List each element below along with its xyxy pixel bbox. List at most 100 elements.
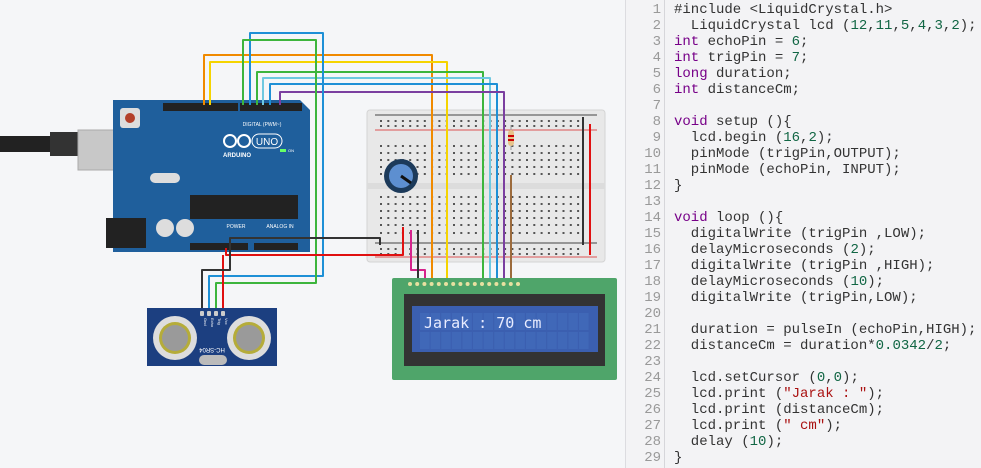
breadboard-hole[interactable] [474, 125, 477, 127]
breadboard-hole[interactable] [380, 217, 382, 219]
breadboard-hole[interactable] [540, 145, 543, 147]
breadboard-hole[interactable] [526, 253, 528, 255]
breadboard-hole[interactable] [467, 217, 470, 219]
breadboard-hole[interactable] [387, 125, 390, 127]
breadboard-hole[interactable] [504, 166, 507, 168]
breadboard-hole[interactable] [504, 217, 507, 219]
breadboard-hole[interactable] [562, 166, 565, 168]
breadboard-hole[interactable] [518, 125, 521, 127]
breadboard-hole[interactable] [577, 159, 580, 161]
breadboard-hole[interactable] [526, 159, 528, 161]
lcd-pin[interactable] [487, 282, 492, 286]
breadboard-hole[interactable] [577, 217, 580, 219]
breadboard-hole[interactable] [540, 232, 543, 234]
breadboard-hole[interactable] [380, 196, 382, 198]
breadboard-hole[interactable] [401, 210, 404, 212]
breadboard-hole[interactable] [453, 166, 455, 168]
breadboard-hole[interactable] [438, 248, 441, 250]
resistor[interactable] [508, 125, 514, 150]
breadboard-hole[interactable] [540, 152, 543, 154]
breadboard-hole[interactable] [577, 248, 580, 250]
breadboard-hole[interactable] [562, 196, 565, 198]
breadboard-hole[interactable] [533, 120, 536, 122]
breadboard-hole[interactable] [380, 145, 382, 147]
breadboard-hole[interactable] [511, 253, 514, 255]
breadboard-hole[interactable] [547, 210, 550, 212]
breadboard-hole[interactable] [453, 196, 455, 198]
breadboard-hole[interactable] [518, 203, 521, 205]
breadboard-hole[interactable] [577, 210, 580, 212]
breadboard-hole[interactable] [547, 253, 550, 255]
usb-cable[interactable] [0, 129, 141, 171]
breadboard-hole[interactable] [562, 173, 565, 175]
breadboard-hole[interactable] [380, 152, 382, 154]
breadboard-hole[interactable] [555, 224, 558, 226]
breadboard-hole[interactable] [474, 145, 477, 147]
breadboard-hole[interactable] [533, 166, 536, 168]
breadboard-hole[interactable] [474, 120, 477, 122]
breadboard-hole[interactable] [504, 145, 507, 147]
breadboard-hole[interactable] [540, 253, 543, 255]
breadboard-hole[interactable] [474, 224, 477, 226]
breadboard-hole[interactable] [577, 120, 580, 122]
breadboard-hole[interactable] [409, 217, 412, 219]
breadboard-hole[interactable] [518, 159, 521, 161]
breadboard-hole[interactable] [533, 125, 536, 127]
breadboard-hole[interactable] [380, 166, 382, 168]
breadboard-hole[interactable] [467, 125, 470, 127]
breadboard-hole[interactable] [569, 125, 572, 127]
breadboard-hole[interactable] [387, 217, 390, 219]
code-editor[interactable]: 1#include <LiquidCrystal.h>2 LiquidCryst… [625, 0, 981, 468]
breadboard-hole[interactable] [569, 145, 572, 147]
breadboard-hole[interactable] [423, 232, 426, 234]
breadboard-hole[interactable] [380, 248, 382, 250]
breadboard-hole[interactable] [467, 159, 470, 161]
breadboard-hole[interactable] [555, 217, 558, 219]
breadboard-hole[interactable] [526, 248, 528, 250]
breadboard-hole[interactable] [423, 152, 426, 154]
wire-green-lcd[interactable] [256, 71, 484, 282]
breadboard-hole[interactable] [438, 253, 441, 255]
breadboard-hole[interactable] [518, 152, 521, 154]
breadboard-hole[interactable] [518, 253, 521, 255]
breadboard-hole[interactable] [526, 224, 528, 226]
breadboard-hole[interactable] [453, 210, 455, 212]
circuit-canvas[interactable]: ARDUINO UNO DIGITAL (PWM~) POWER ANALOG … [0, 0, 625, 468]
breadboard-hole[interactable] [526, 173, 528, 175]
breadboard-hole[interactable] [569, 248, 572, 250]
lcd-pin[interactable] [472, 282, 477, 286]
breadboard-hole[interactable] [474, 232, 477, 234]
breadboard-hole[interactable] [387, 159, 390, 161]
breadboard-hole[interactable] [423, 253, 426, 255]
breadboard-hole[interactable] [577, 232, 580, 234]
breadboard-hole[interactable] [547, 159, 550, 161]
breadboard-hole[interactable] [460, 152, 463, 154]
breadboard-hole[interactable] [518, 196, 521, 198]
breadboard-hole[interactable] [409, 159, 412, 161]
breadboard-hole[interactable] [504, 125, 507, 127]
breadboard-hole[interactable] [460, 232, 463, 234]
breadboard-hole[interactable] [569, 166, 572, 168]
breadboard-hole[interactable] [453, 145, 455, 147]
breadboard-hole[interactable] [555, 210, 558, 212]
lcd-pin[interactable] [494, 282, 499, 286]
breadboard-hole[interactable] [467, 152, 470, 154]
wire-orange[interactable] [203, 54, 433, 282]
breadboard-hole[interactable] [540, 159, 543, 161]
breadboard-hole[interactable] [423, 159, 426, 161]
breadboard-hole[interactable] [547, 173, 550, 175]
breadboard-hole[interactable] [467, 203, 470, 205]
breadboard-hole[interactable] [540, 166, 543, 168]
breadboard-hole[interactable] [438, 224, 441, 226]
breadboard-hole[interactable] [518, 210, 521, 212]
breadboard-hole[interactable] [511, 217, 514, 219]
breadboard-hole[interactable] [547, 166, 550, 168]
breadboard-hole[interactable] [533, 145, 536, 147]
breadboard-hole[interactable] [453, 203, 455, 205]
breadboard-hole[interactable] [511, 232, 514, 234]
breadboard-hole[interactable] [547, 203, 550, 205]
breadboard-hole[interactable] [555, 145, 558, 147]
breadboard-hole[interactable] [555, 152, 558, 154]
breadboard-hole[interactable] [518, 145, 521, 147]
breadboard-hole[interactable] [577, 125, 580, 127]
